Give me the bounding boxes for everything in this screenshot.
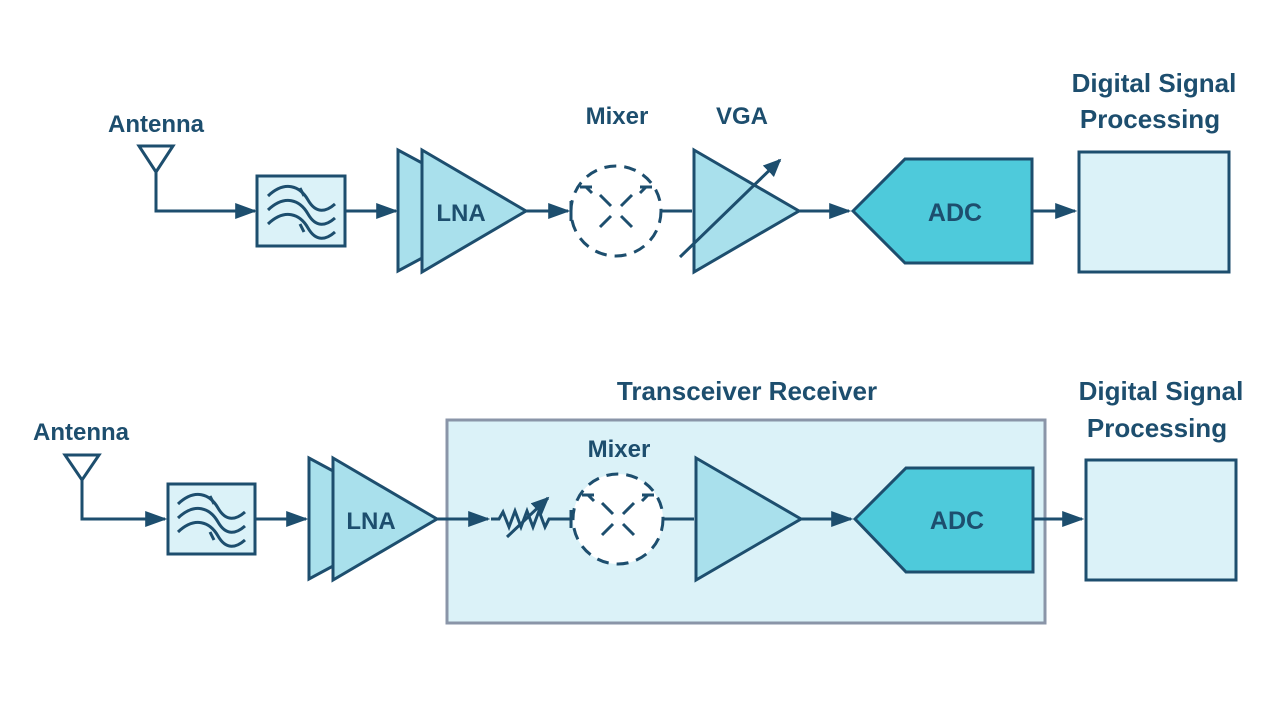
bottom-lna-label: LNA <box>346 508 395 535</box>
bottom-mixer-label: Mixer <box>588 436 651 463</box>
top-lna-block: LNA <box>396 147 529 275</box>
bottom-amplifier-icon <box>694 455 804 583</box>
bottom-adc-block: ADC <box>852 466 1035 574</box>
transceiver-label: Transceiver Receiver <box>617 376 877 406</box>
top-adc-label: ADC <box>928 199 982 227</box>
top-adc-block: ADC <box>850 157 1034 265</box>
top-vga-label: VGA <box>716 103 768 130</box>
bottom-dsp-block <box>1084 458 1238 582</box>
top-mixer-icon <box>569 164 663 258</box>
bottom-antenna-label: Antenna <box>33 419 130 446</box>
bottom-mixer-icon <box>571 472 665 566</box>
bottom-lna-block: LNA <box>307 455 440 583</box>
top-antenna-icon <box>136 144 258 219</box>
top-vga-block <box>678 147 802 275</box>
top-dsp-label-line1: Digital Signal <box>1072 68 1237 98</box>
top-bandpass-filter-icon <box>255 174 347 248</box>
top-lna-label: LNA <box>436 200 485 227</box>
bottom-dsp-label-line1: Digital Signal <box>1079 376 1244 406</box>
top-chain: Antenna LNA Mixer <box>108 68 1237 275</box>
bottom-dsp-label-line2: Processing <box>1087 413 1227 443</box>
top-mixer-label: Mixer <box>586 103 649 130</box>
bottom-chain: Transceiver Receiver Antenna LNA <box>33 376 1244 625</box>
bottom-antenna-icon <box>62 453 168 527</box>
bottom-bandpass-filter-icon <box>166 482 257 556</box>
top-dsp-label-line2: Processing <box>1080 104 1220 134</box>
top-antenna-label: Antenna <box>108 111 205 138</box>
bottom-adc-label: ADC <box>930 507 984 535</box>
bottom-variable-resistor-icon <box>491 496 573 539</box>
top-dsp-block <box>1077 150 1231 274</box>
